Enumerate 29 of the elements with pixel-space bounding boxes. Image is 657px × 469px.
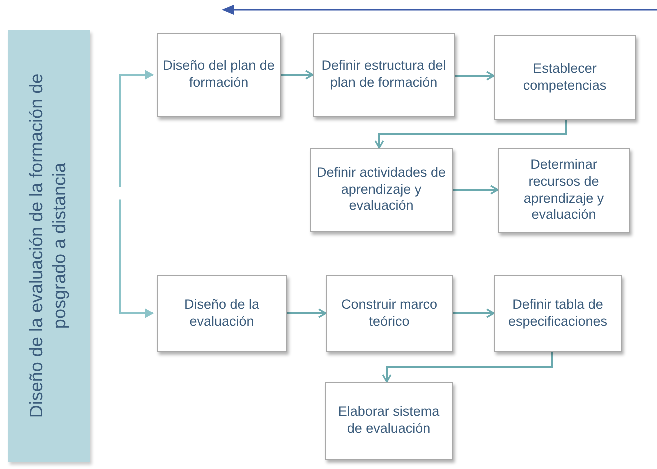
box-label: Establecer competencias xyxy=(522,60,608,94)
box-label: Elaborar sistema de evaluación xyxy=(337,404,441,438)
arrow xyxy=(281,70,314,80)
arrow xyxy=(453,185,499,195)
box-label: Definir estructura del plan de formación xyxy=(320,58,448,92)
arrow xyxy=(382,352,553,383)
process-box xyxy=(313,33,455,117)
box-label: Determinar recursos de aprendizaje y evaluación xyxy=(522,156,606,224)
process-box xyxy=(325,382,453,460)
process-box xyxy=(494,275,622,352)
band-title: Diseño de la evaluación de la formación de posgrado a distancia xyxy=(26,72,71,420)
box-label: Diseño de la evaluación xyxy=(183,296,261,330)
arrow xyxy=(453,308,495,318)
box-label: Definir tabla de especificaciones xyxy=(507,296,609,330)
process-box xyxy=(494,35,636,120)
side-band xyxy=(8,30,90,462)
process-box xyxy=(326,275,453,352)
arrow xyxy=(455,71,495,81)
box-label: Diseño del plan de formación xyxy=(162,58,276,92)
arrow xyxy=(287,308,327,318)
box-label: Definir actividades de aprendizaje y evaluación xyxy=(316,164,448,216)
process-box xyxy=(157,275,287,352)
process-box xyxy=(157,33,281,117)
box-label: Construir marco teórico xyxy=(340,296,439,330)
arrow xyxy=(119,200,154,318)
process-box xyxy=(310,148,453,232)
arrow xyxy=(119,70,154,188)
process-box xyxy=(498,148,630,233)
arrow xyxy=(374,120,567,149)
